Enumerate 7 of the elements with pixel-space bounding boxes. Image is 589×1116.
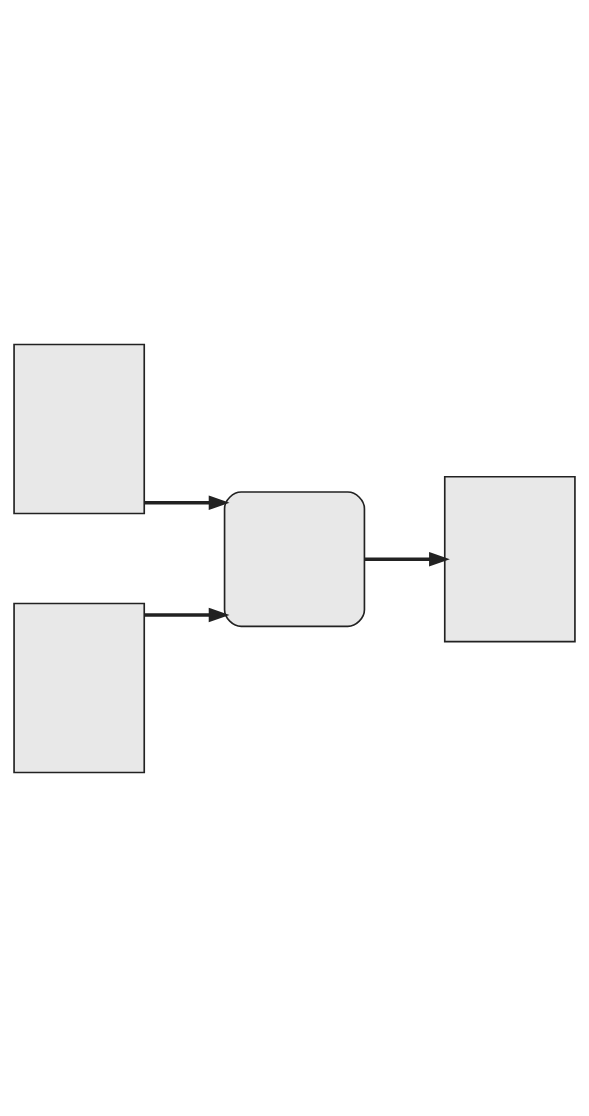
- arrow: [144, 494, 230, 510]
- arrow: [365, 551, 450, 566]
- node-box: [443, 475, 576, 642]
- arrow: [144, 607, 230, 622]
- node-box: [13, 602, 146, 773]
- node-box: [223, 490, 366, 627]
- node-box: [13, 343, 146, 514]
